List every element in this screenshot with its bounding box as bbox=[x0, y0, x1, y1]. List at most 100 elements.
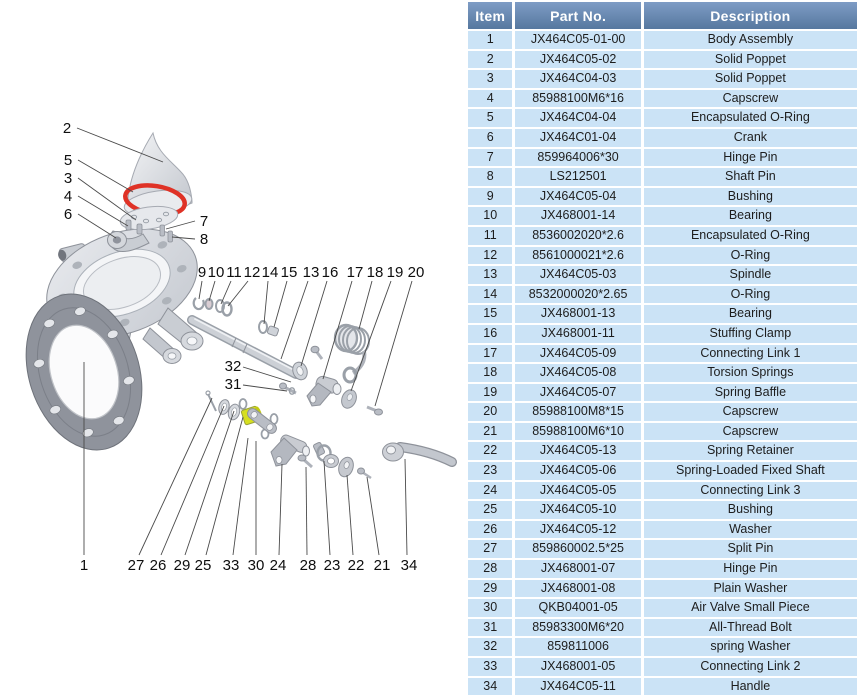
callout-number: 12 bbox=[244, 264, 261, 281]
table-cell: JX468001-07 bbox=[515, 560, 641, 578]
table-cell: 8536002020*2.6 bbox=[515, 226, 641, 245]
table-cell: 11 bbox=[468, 226, 513, 245]
table-cell: 2 bbox=[468, 50, 513, 69]
table-cell: JX464C01-04 bbox=[515, 128, 641, 147]
table-cell: Shaft Pin bbox=[643, 168, 857, 186]
table-cell: Solid Poppet bbox=[643, 70, 857, 88]
leader-line bbox=[358, 280, 373, 330]
spring-baffle-drawing bbox=[341, 389, 357, 409]
callout-number: 23 bbox=[324, 557, 341, 574]
table-cell: Crank bbox=[643, 128, 857, 147]
table-cell: 33 bbox=[468, 658, 513, 676]
table-cell: Encapsulated O-Ring bbox=[643, 109, 857, 127]
table-cell: Spring Retainer bbox=[643, 442, 857, 461]
table-cell: 29 bbox=[468, 579, 513, 598]
table-cell: Connecting Link 3 bbox=[643, 481, 857, 500]
callout-number: 33 bbox=[223, 557, 240, 574]
table-cell: O-Ring bbox=[643, 246, 857, 265]
callout-number: 18 bbox=[367, 264, 384, 281]
leader-line bbox=[322, 280, 353, 380]
table-cell: Connecting Link 2 bbox=[643, 658, 857, 676]
table-cell: Spring-Loaded Fixed Shaft bbox=[643, 462, 857, 480]
table-cell: 5 bbox=[468, 109, 513, 127]
table-cell: Capscrew bbox=[643, 422, 857, 441]
table-cell: 85983300M6*20 bbox=[515, 618, 641, 637]
table-cell: 15 bbox=[468, 305, 513, 323]
table-cell: JX464C05-03 bbox=[515, 266, 641, 284]
leader-line bbox=[263, 280, 269, 325]
callout-number: 16 bbox=[322, 264, 339, 281]
capscrew21-drawing bbox=[357, 467, 372, 480]
table-cell: Torsion Springs bbox=[643, 364, 857, 382]
callout-number: 2 bbox=[63, 120, 71, 137]
table-cell: Capscrew bbox=[643, 89, 857, 108]
table-cell: 8 bbox=[468, 168, 513, 186]
callout-number: 29 bbox=[174, 557, 191, 574]
table-cell: Handle bbox=[643, 677, 857, 696]
spring-drawing bbox=[333, 323, 370, 384]
callout-number: 11 bbox=[226, 264, 242, 281]
leader-line bbox=[404, 458, 408, 556]
table-cell: JX464C05-08 bbox=[515, 364, 641, 382]
table-cell: 6 bbox=[468, 128, 513, 147]
table-cell: 14 bbox=[468, 285, 513, 304]
callout-number: 5 bbox=[64, 152, 72, 169]
callout-number: 14 bbox=[262, 264, 279, 281]
table-cell: JX464C05-13 bbox=[515, 442, 641, 461]
leader-line bbox=[198, 280, 203, 300]
table-cell: spring Washer bbox=[643, 638, 857, 656]
table-cell: 4 bbox=[468, 89, 513, 108]
leader-line bbox=[273, 280, 288, 328]
leader-line bbox=[232, 437, 249, 556]
leader-line bbox=[278, 463, 283, 556]
table-cell: 9 bbox=[468, 187, 513, 206]
table-cell: 20 bbox=[468, 403, 513, 421]
leader-line bbox=[77, 159, 134, 193]
callout-number: 15 bbox=[281, 264, 298, 281]
leader-line bbox=[205, 416, 244, 556]
callout-number: 27 bbox=[128, 557, 145, 574]
callout-number: 20 bbox=[408, 264, 425, 281]
table-cell: 859964006*30 bbox=[515, 148, 641, 167]
table-cell: JX464C05-04 bbox=[515, 187, 641, 206]
callout-number: 1 bbox=[80, 557, 88, 574]
leader-line bbox=[227, 280, 249, 307]
table-cell: 85988100M6*16 bbox=[515, 89, 641, 108]
table-cell: JX468001-05 bbox=[515, 658, 641, 676]
table-cell: Hinge Pin bbox=[643, 148, 857, 167]
callout-number: 19 bbox=[387, 264, 404, 281]
leader-line bbox=[165, 220, 196, 230]
table-cell: 31 bbox=[468, 618, 513, 637]
leader-line bbox=[350, 280, 392, 392]
header-description: Description bbox=[643, 2, 857, 29]
leader-line bbox=[138, 397, 213, 556]
callout-number: 31 bbox=[225, 376, 242, 393]
table-cell: 18 bbox=[468, 364, 513, 382]
table-cell: 26 bbox=[468, 520, 513, 539]
callout-number: 4 bbox=[64, 188, 72, 205]
callout-number: 6 bbox=[64, 206, 72, 223]
table-cell: JX464C05-07 bbox=[515, 383, 641, 402]
table-cell: Hinge Pin bbox=[643, 560, 857, 578]
callout-number: 10 bbox=[208, 264, 225, 281]
leader-line bbox=[366, 476, 380, 556]
table-cell: Body Assembly bbox=[643, 31, 857, 49]
table-cell: Split Pin bbox=[643, 540, 857, 559]
